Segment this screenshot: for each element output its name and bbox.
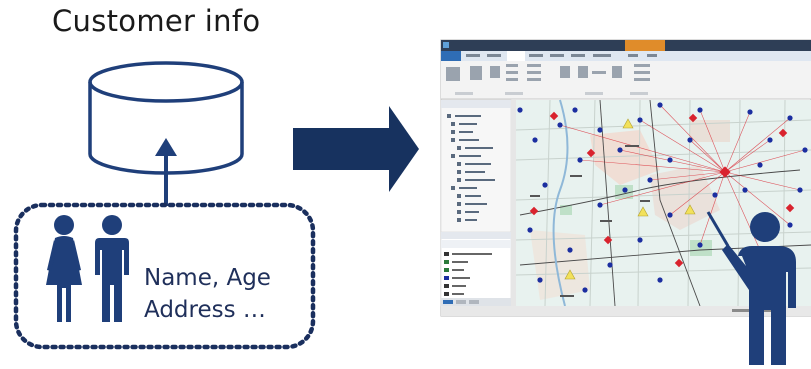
customer-field-address: Address … xyxy=(144,297,266,323)
people-pair-icon xyxy=(46,215,129,322)
customer-fields-box xyxy=(13,202,316,350)
arrow-right-icon xyxy=(293,106,419,192)
diagram-title: Customer info xyxy=(52,4,261,38)
arrow-up-icon xyxy=(155,138,177,206)
customer-field-name-age: Name, Age xyxy=(144,265,271,291)
presenter-pointing-icon xyxy=(706,211,796,365)
